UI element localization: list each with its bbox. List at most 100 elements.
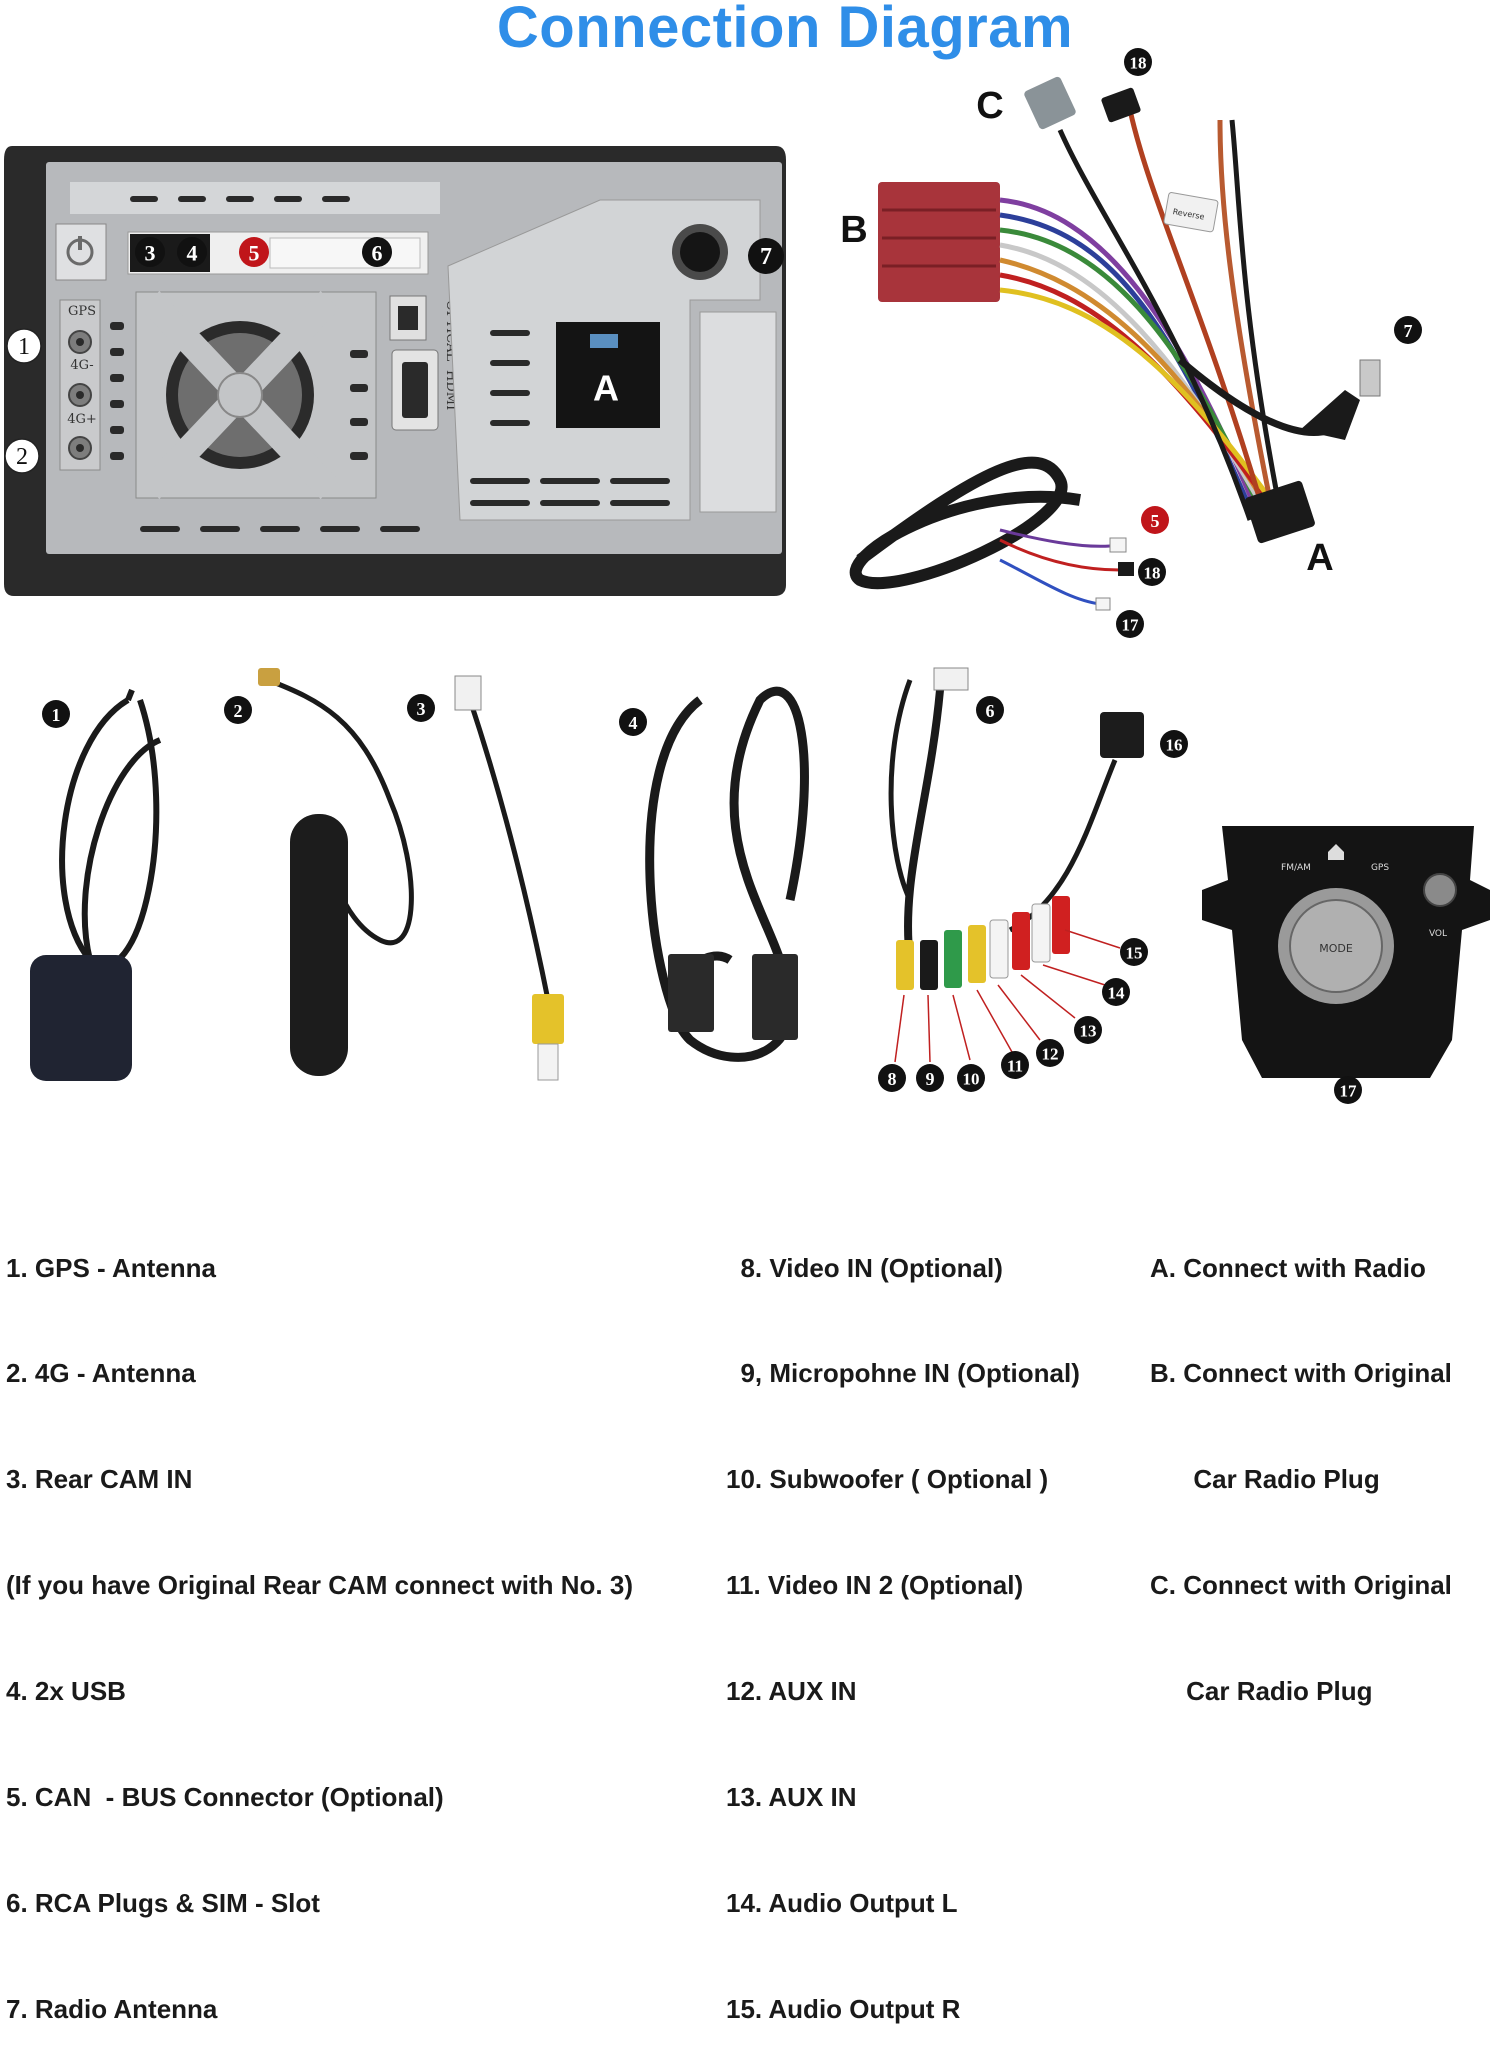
legend-column-2: 8. Video IN (Optional) 9, Micropohne IN … <box>726 1180 1080 2062</box>
4g-antenna-body <box>290 814 348 1076</box>
svg-text:3: 3 <box>417 699 426 719</box>
svg-text:8: 8 <box>888 1069 897 1089</box>
svg-text:2: 2 <box>16 444 28 470</box>
svg-text:10: 10 <box>963 1070 980 1089</box>
svg-text:7: 7 <box>760 244 772 270</box>
gps-button-label: GPS <box>1371 863 1389 873</box>
fm-am-button-label: FM/AM <box>1281 863 1311 873</box>
marker-9: 9 <box>916 1064 944 1092</box>
svg-text:6: 6 <box>372 241 383 266</box>
marker-2-panel: 2 <box>4 438 40 474</box>
gps-antenna-cable <box>59 688 162 969</box>
svg-text:14: 14 <box>1108 984 1126 1003</box>
legend-item: 15. Audio Output R <box>726 1993 961 2024</box>
label-A-panel: A <box>593 368 619 409</box>
svg-text:18: 18 <box>1130 54 1147 73</box>
legend-item: 10. Subwoofer ( Optional ) <box>726 1464 1049 1495</box>
legend-item: A. Connect with Radio <box>1150 1252 1426 1283</box>
marker-3-accessory: 3 <box>407 694 435 722</box>
rear-cam-cable <box>454 675 564 1081</box>
head-unit-rear-panel: GPS 4G- 4G+ OPTICAL HDMI <box>4 146 786 596</box>
svg-text:17: 17 <box>1340 1082 1358 1101</box>
svg-text:3: 3 <box>145 241 156 266</box>
svg-text:4: 4 <box>187 241 198 266</box>
home-icon <box>1328 844 1344 860</box>
marker-6-accessory: 6 <box>976 696 1004 724</box>
marker-18-can: 18 <box>1138 558 1166 586</box>
can-bus-cable <box>849 456 1134 611</box>
legend-item: 7. Radio Antenna <box>6 1993 218 2024</box>
legend-item: B. Connect with Original <box>1150 1358 1452 1389</box>
main-wiring-harness: Reverse <box>878 76 1381 544</box>
legend-item: 14. Audio Output L <box>726 1887 958 1918</box>
4g-plus-label: 4G+ <box>67 412 97 427</box>
marker-7-panel: 7 <box>748 238 784 274</box>
mode-button-label: MODE <box>1319 942 1353 955</box>
legend-column-3: A. Connect with Radio B. Connect with Or… <box>1150 1180 1452 1745</box>
marker-14: 14 <box>1102 978 1130 1006</box>
svg-text:15: 15 <box>1126 944 1143 963</box>
marker-12: 12 <box>1036 1039 1064 1067</box>
svg-text:7: 7 <box>1404 321 1413 341</box>
marker-1-panel: 1 <box>6 328 42 364</box>
legend-item: 2. 4G - Antenna <box>6 1358 196 1389</box>
svg-text:16: 16 <box>1166 736 1183 755</box>
legend-item: C. Connect with Original <box>1150 1570 1452 1601</box>
label-B: B <box>840 209 867 251</box>
svg-text:11: 11 <box>1007 1057 1023 1076</box>
marker-17-knob: 17 <box>1334 1076 1362 1104</box>
marker-4-accessory: 4 <box>619 708 647 736</box>
marker-3-panel: 3 <box>135 237 165 267</box>
svg-text:4: 4 <box>629 713 638 733</box>
legend-item: 9, Micropohne IN (Optional) <box>726 1358 1080 1389</box>
legend-item: (If you have Original Rear CAM connect w… <box>6 1570 633 1601</box>
legend-item: 5. CAN - BUS Connector (Optional) <box>6 1782 444 1813</box>
legend-item: 4. 2x USB <box>6 1676 126 1707</box>
svg-text:12: 12 <box>1042 1045 1059 1064</box>
svg-text:5: 5 <box>249 241 260 266</box>
legend-item: Car Radio Plug <box>1150 1676 1373 1707</box>
gps-antenna-receiver <box>30 955 132 1081</box>
connection-diagram-artwork: GPS 4G- 4G+ OPTICAL HDMI <box>4 48 1490 1104</box>
svg-text:6: 6 <box>986 701 995 721</box>
4g-minus-label: 4G- <box>70 358 93 373</box>
legend-item: 6. RCA Plugs & SIM - Slot <box>6 1887 320 1918</box>
legend-item: 11. Video IN 2 (Optional) <box>726 1570 1024 1601</box>
marker-15: 15 <box>1120 938 1148 966</box>
marker-10: 10 <box>957 1064 985 1092</box>
svg-text:1: 1 <box>52 705 61 725</box>
marker-18-harness: 18 <box>1124 48 1152 76</box>
legend-item: 8. Video IN (Optional) <box>726 1252 1003 1283</box>
legend-item: 3. Rear CAM IN <box>6 1464 193 1495</box>
svg-text:13: 13 <box>1080 1022 1097 1041</box>
control-knob-unit: FM/AM GPS MODE VOL <box>1202 826 1490 1078</box>
rca-cable-bundle <box>888 667 1144 1063</box>
marker-13: 13 <box>1074 1016 1102 1044</box>
marker-6-panel: 6 <box>362 237 392 267</box>
marker-7-harness: 7 <box>1394 316 1422 344</box>
legend-item: 12. AUX IN <box>726 1676 857 1707</box>
legend-item: Car Radio Plug <box>1150 1464 1380 1495</box>
marker-4-panel: 4 <box>177 237 207 267</box>
svg-text:18: 18 <box>1144 564 1161 583</box>
marker-16-accessory: 16 <box>1160 730 1188 758</box>
marker-1-accessory: 1 <box>42 700 70 728</box>
marker-2-accessory: 2 <box>224 696 252 724</box>
label-A-harness: A <box>1306 537 1333 579</box>
svg-text:17: 17 <box>1122 616 1140 635</box>
legend-column-1: 1. GPS - Antenna 2. 4G - Antenna 3. Rear… <box>6 1180 633 2062</box>
vol-label: VOL <box>1429 929 1447 939</box>
marker-17-can: 17 <box>1116 610 1144 638</box>
svg-text:5: 5 <box>1151 511 1160 531</box>
svg-text:2: 2 <box>234 701 243 721</box>
legend-item: 13. AUX IN <box>726 1782 857 1813</box>
marker-8: 8 <box>878 1064 906 1092</box>
label-C: C <box>976 85 1003 127</box>
marker-5-panel: 5 <box>239 237 269 267</box>
marker-11: 11 <box>1001 1051 1029 1079</box>
legend-item: 1. GPS - Antenna <box>6 1252 216 1283</box>
svg-text:9: 9 <box>926 1069 935 1089</box>
diagram-title: Connection Diagram <box>496 0 1074 60</box>
marker-5-can: 5 <box>1141 506 1169 534</box>
gps-port-label: GPS <box>68 304 96 319</box>
